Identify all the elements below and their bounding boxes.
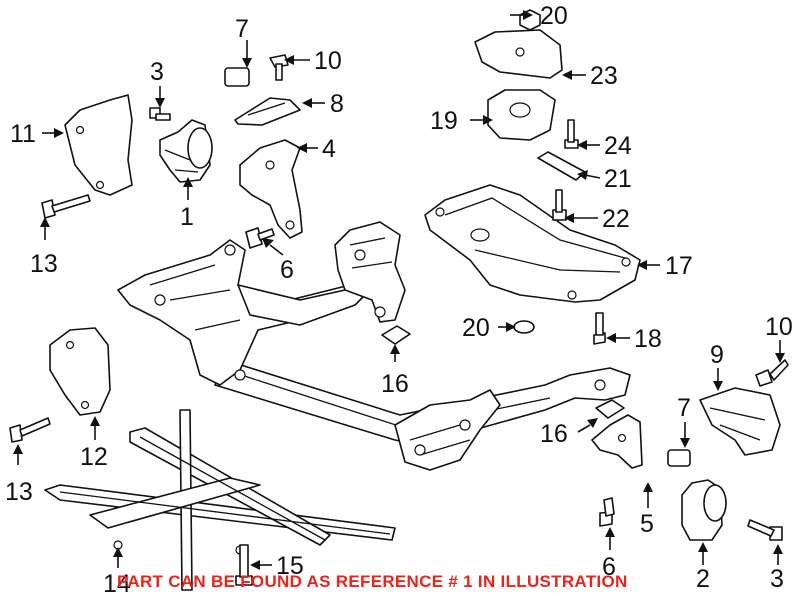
callout-12: 12 <box>80 443 108 471</box>
callout-10-top: 10 <box>314 47 342 75</box>
mount-19 <box>487 89 556 141</box>
bracket-5 <box>591 414 643 469</box>
subframe <box>117 221 631 471</box>
callout-3-top: 3 <box>150 58 164 86</box>
leader-lines <box>13 10 785 570</box>
callout-6-top: 6 <box>280 256 294 284</box>
callout-16-mid: 16 <box>381 370 409 398</box>
callout-16-right: 16 <box>540 420 568 448</box>
callout-21: 21 <box>604 165 632 193</box>
bracket-4 <box>239 139 303 239</box>
callout-13-top: 13 <box>30 250 58 278</box>
callout-9: 9 <box>710 341 724 369</box>
plate-21 <box>537 151 586 181</box>
callout-15: 15 <box>276 552 304 580</box>
bracket-12 <box>49 327 111 416</box>
brace-assembly <box>44 409 396 591</box>
heat-shield-8 <box>234 97 301 126</box>
callout-24: 24 <box>604 132 632 160</box>
engine-mount-right <box>681 479 727 541</box>
callout-3-bottom: 3 <box>770 565 784 593</box>
callout-1: 1 <box>180 203 194 231</box>
bracket-11 <box>64 94 133 196</box>
callout-6-bottom: 6 <box>602 553 616 581</box>
mount-23 <box>474 29 563 79</box>
callout-7-right: 7 <box>677 394 691 422</box>
heat-shield-9 <box>699 387 781 456</box>
callout-14: 14 <box>103 570 131 597</box>
callout-11: 11 <box>10 120 36 148</box>
callout-18: 18 <box>634 325 662 353</box>
callout-13-bottom: 13 <box>5 478 33 506</box>
callout-17: 17 <box>665 252 693 280</box>
callout-2: 2 <box>696 565 710 593</box>
callout-22: 22 <box>602 205 630 233</box>
transmission-crossmember <box>424 184 641 303</box>
callout-8: 8 <box>330 90 344 118</box>
reference-note: PART CAN BE FOUND AS REFERENCE # 1 IN IL… <box>117 572 628 591</box>
callout-23: 23 <box>590 62 618 90</box>
callout-5: 5 <box>640 510 654 538</box>
engine-mount-left <box>159 119 213 183</box>
callout-20-mid: 20 <box>462 314 490 342</box>
callout-19: 19 <box>430 107 458 135</box>
callout-7-top: 7 <box>235 15 249 43</box>
callout-4: 4 <box>322 135 336 163</box>
callout-labels: 7 10 3 8 11 1 4 13 6 20 23 19 24 21 22 1… <box>5 2 793 597</box>
small-parts <box>9 9 789 586</box>
callout-20-top: 20 <box>540 2 568 30</box>
callout-10-right: 10 <box>765 313 793 341</box>
